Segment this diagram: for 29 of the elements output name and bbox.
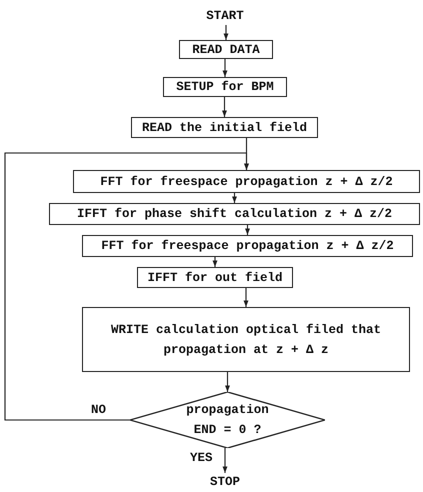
process-box (49, 203, 420, 225)
step-text: FFT for freespace propagation z + Δ z/2 (101, 238, 394, 255)
process-box (82, 307, 410, 372)
process-box (163, 77, 287, 97)
step-text: IFFT for phase shift calculation z + Δ z/2 (76, 206, 392, 223)
step-text: propagation END = 0 ? (185, 402, 270, 439)
arrow (244, 288, 248, 307)
arrow (222, 97, 227, 117)
arrow (245, 225, 250, 235)
process-box (179, 40, 273, 59)
process-box (73, 170, 420, 193)
process-box (131, 117, 318, 138)
terminal-label: START (206, 8, 244, 25)
step-text: IFFT for out field (147, 270, 283, 286)
step-text: WRITE calculation optical filed that propagation at z + Δ z (110, 322, 382, 358)
process-box (82, 235, 413, 257)
arrow (225, 372, 230, 392)
arrow (212, 257, 218, 267)
step-text: READ the initial field (142, 120, 308, 136)
arrow (232, 193, 237, 203)
process-box (137, 267, 293, 288)
step-text: FFT for freespace propagation z + Δ z/2 (100, 174, 393, 190)
terminal-label: STOP (210, 474, 240, 491)
step-text: SETUP for BPM (176, 79, 274, 96)
arrow (224, 25, 228, 40)
step-text: READ DATA (192, 42, 260, 58)
arrow (222, 448, 228, 473)
arrow (222, 59, 228, 77)
arrow (4, 152, 249, 421)
